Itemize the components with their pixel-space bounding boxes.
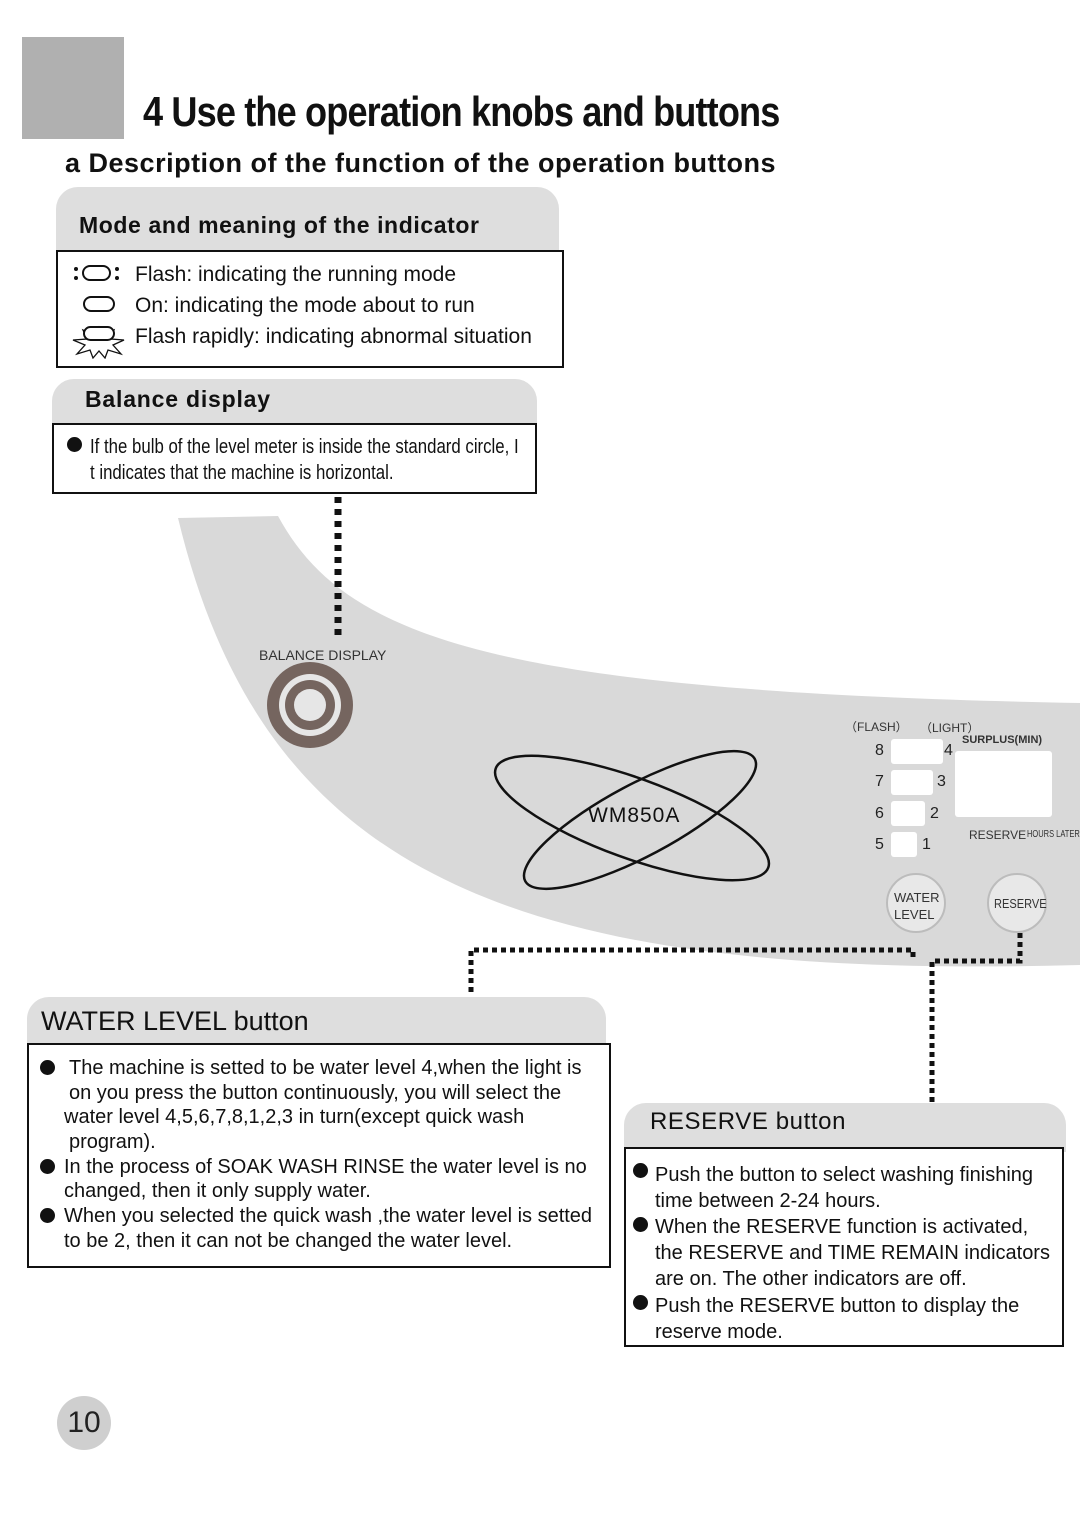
reserve-heading: RESERVE button	[650, 1108, 847, 1135]
light-label: （LIGHT）	[920, 721, 980, 735]
reserve-text-line: time between 2-24 hours.	[655, 1190, 881, 1212]
flash-label: （FLASH）	[845, 720, 908, 734]
reserve-connector	[929, 933, 1023, 1115]
water-level-number: 2	[930, 805, 939, 822]
balance-text-line: If the bulb of the level meter is inside…	[90, 436, 519, 458]
balance-heading: Balance display	[85, 386, 271, 412]
hours-later-label: HOURS LATER	[1027, 829, 1080, 840]
water-level-text-line: program).	[69, 1131, 156, 1153]
balance-tab	[52, 379, 537, 427]
balance-box	[52, 423, 537, 494]
water-level-text-line: water level 4,5,6,7,8,1,2,3 in turn(exce…	[64, 1106, 525, 1128]
reserve-text-line: Push the RESERVE button to display the	[655, 1295, 1020, 1317]
bullet	[67, 437, 82, 452]
water-level-text-line: The machine is setted to be water level …	[69, 1057, 582, 1079]
water-level-number: 3	[937, 773, 946, 790]
water-level-text-line: changed, then it only supply water.	[64, 1180, 371, 1202]
water-level-heading: WATER LEVEL button	[41, 1006, 309, 1037]
reserve-text-line: the RESERVE and TIME REMAIN indicators	[655, 1242, 1050, 1264]
balance-text-line: t indicates that the machine is horizont…	[90, 462, 394, 484]
page-title: 4 Use the operation knobs and buttons	[143, 88, 780, 135]
water-level-heading-rest: button	[233, 1006, 309, 1036]
water-level-number: 5	[875, 836, 884, 853]
water-level-connector	[468, 947, 916, 996]
bullet	[40, 1208, 55, 1223]
water-level-box	[27, 1043, 611, 1268]
indicator-box	[56, 250, 564, 368]
water-level-button[interactable]: WATER LEVEL	[887, 874, 945, 932]
model-logo	[493, 749, 771, 891]
bullet	[633, 1217, 648, 1232]
flash-indicator-icon	[74, 265, 119, 281]
balance-display-knob	[267, 662, 353, 748]
reserve-button-label: RESERVE	[994, 896, 1047, 911]
reserve-text-line: When the RESERVE function is activated,	[655, 1216, 1029, 1238]
page-number: 10	[67, 1406, 101, 1439]
reserve-button[interactable]: RESERVE	[988, 874, 1047, 932]
water-level-number: 8	[875, 742, 884, 759]
water-button-label: WATER	[894, 890, 940, 905]
water-level-text-line: to be 2, then it can not be changed the …	[64, 1230, 513, 1252]
surplus-label: SURPLUS(MIN)	[962, 734, 1043, 746]
water-level-text-line: In the process of SOAK WASH RINSE the wa…	[64, 1156, 587, 1178]
water-level-number: 7	[875, 773, 884, 790]
water-button-label: LEVEL	[894, 907, 935, 922]
reserve-box	[624, 1147, 1064, 1347]
rapid-flash-indicator-icon	[72, 325, 125, 359]
indicator-tab	[56, 187, 559, 253]
indicator-heading: Mode and meaning of the indicator	[79, 212, 480, 238]
reserve-text-line: Push the button to select washing finish…	[655, 1164, 1034, 1186]
panel-background	[178, 516, 1080, 967]
water-level-heading-caps: WATER LEVEL	[41, 1006, 227, 1036]
page-number-badge	[57, 1396, 111, 1450]
water-level-box	[891, 801, 925, 826]
indicator-row-label: Flash rapidly: indicating abnormal situa…	[135, 325, 532, 348]
water-level-button-shape	[886, 873, 946, 933]
indicator-row-label: On: indicating the mode about to run	[135, 294, 475, 317]
water-level-text-line: on you press the button continuously, yo…	[69, 1082, 562, 1104]
reserve-button-shape	[987, 873, 1047, 933]
water-level-number: 1	[922, 836, 931, 853]
water-level-tab	[27, 997, 606, 1047]
section-heading: a Description of the function of the ope…	[65, 148, 776, 178]
on-indicator-icon	[83, 296, 115, 312]
reserve-tab	[624, 1103, 1066, 1152]
bullet	[40, 1159, 55, 1174]
bullet	[633, 1295, 648, 1310]
bullet	[633, 1163, 648, 1178]
surplus-display	[955, 751, 1052, 817]
water-level-box	[891, 770, 933, 795]
reserve-panel-label: RESERVE	[969, 828, 1027, 842]
water-level-number: 6	[875, 805, 884, 822]
reserve-text-line: are on. The other indicators are off.	[655, 1268, 967, 1290]
water-level-box	[891, 832, 917, 857]
water-level-number: 4	[944, 742, 953, 759]
water-level-text-line: When you selected the quick wash ,the wa…	[64, 1205, 593, 1227]
reserve-text-line: reserve mode.	[655, 1321, 783, 1343]
bullet	[40, 1060, 55, 1075]
balance-display-label: BALANCE DISPLAY	[259, 647, 387, 663]
model-name: WM850A	[588, 804, 681, 827]
indicator-row-label: Flash: indicating the running mode	[135, 263, 457, 286]
water-level-box	[891, 739, 943, 764]
corner-decoration	[22, 37, 124, 139]
